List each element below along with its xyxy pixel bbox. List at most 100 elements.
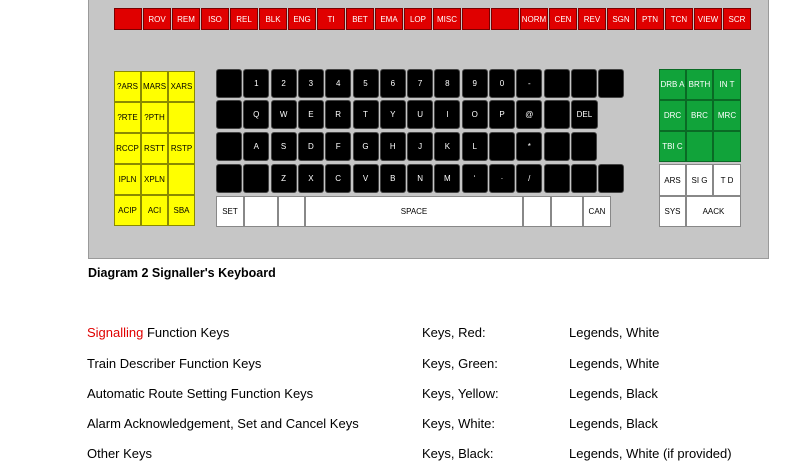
yellow-key-xpln[interactable]: XPLN bbox=[141, 164, 168, 195]
key-6[interactable]: 6 bbox=[379, 69, 406, 98]
red-key-misc[interactable]: MISC bbox=[433, 8, 461, 30]
key-blank[interactable] bbox=[216, 100, 242, 129]
key-8[interactable]: 8 bbox=[434, 69, 461, 98]
blank-white-key[interactable] bbox=[278, 196, 305, 227]
key-1[interactable]: 1 bbox=[243, 69, 270, 98]
red-key-rel[interactable]: REL bbox=[230, 8, 258, 30]
key-c[interactable]: C bbox=[325, 164, 352, 193]
key-z[interactable]: Z bbox=[270, 164, 297, 193]
key-w[interactable]: W bbox=[270, 100, 297, 129]
white-key-ars[interactable]: ARS bbox=[659, 164, 686, 196]
yellow-key-rte[interactable]: ?RTE bbox=[114, 102, 141, 133]
key-blank[interactable] bbox=[543, 69, 570, 98]
key-blank[interactable]: * bbox=[516, 132, 543, 161]
yellow-key-sba[interactable]: SBA bbox=[168, 195, 195, 226]
key-0[interactable]: 0 bbox=[489, 69, 515, 98]
yellow-key-acip[interactable]: ACIP bbox=[114, 195, 141, 226]
key-blank[interactable] bbox=[543, 132, 570, 161]
red-key-rev[interactable]: REV bbox=[578, 8, 606, 30]
yellow-key-mars[interactable]: MARS bbox=[141, 71, 168, 102]
key-blank[interactable] bbox=[543, 164, 570, 193]
key-blank[interactable] bbox=[543, 100, 570, 129]
key-4[interactable]: 4 bbox=[325, 69, 352, 98]
yellow-key-ipln[interactable]: IPLN bbox=[114, 164, 141, 195]
red-key-iso[interactable]: ISO bbox=[201, 8, 229, 30]
key-i[interactable]: I bbox=[434, 100, 461, 129]
key-blank[interactable] bbox=[570, 164, 597, 193]
key-2[interactable]: 2 bbox=[270, 69, 297, 98]
key-t[interactable]: T bbox=[352, 100, 379, 129]
red-key-view[interactable]: VIEW bbox=[694, 8, 722, 30]
yellow-key-blank[interactable] bbox=[168, 102, 195, 133]
green-key-blank[interactable] bbox=[713, 131, 741, 162]
green-key-brc[interactable]: BRC bbox=[686, 100, 713, 131]
key-7[interactable]: 7 bbox=[407, 69, 434, 98]
key-n[interactable]: N bbox=[407, 164, 434, 193]
blank-white-key[interactable] bbox=[523, 196, 551, 227]
red-key-blk[interactable]: BLK bbox=[259, 8, 287, 30]
key-blank[interactable]: ‘ bbox=[461, 164, 488, 193]
green-key-drb-a[interactable]: DRB A bbox=[659, 69, 686, 100]
key-blank[interactable]: @ bbox=[516, 100, 543, 129]
key-q[interactable]: Q bbox=[243, 100, 270, 129]
green-key-drc[interactable]: DRC bbox=[659, 100, 686, 131]
key-p[interactable]: P bbox=[489, 100, 515, 129]
key-blank[interactable] bbox=[598, 69, 625, 98]
key-a[interactable]: A bbox=[243, 132, 270, 161]
key-9[interactable]: 9 bbox=[461, 69, 488, 98]
key-3[interactable]: 3 bbox=[297, 69, 324, 98]
white-key-t-d[interactable]: T D bbox=[713, 164, 741, 196]
red-key-blank[interactable] bbox=[462, 8, 490, 30]
key-del[interactable]: DEL bbox=[570, 100, 598, 129]
set-key[interactable]: SET bbox=[216, 196, 244, 227]
key-blank[interactable] bbox=[570, 69, 597, 98]
yellow-key-pth[interactable]: ?PTH bbox=[141, 102, 168, 133]
key-blank[interactable] bbox=[216, 69, 242, 98]
red-key-tcn[interactable]: TCN bbox=[665, 8, 693, 30]
red-key-norm[interactable]: NORM bbox=[520, 8, 548, 30]
key-s[interactable]: S bbox=[270, 132, 297, 161]
yellow-key-ars[interactable]: ?ARS bbox=[114, 71, 141, 102]
green-key-tbi-c[interactable]: TBI C bbox=[659, 131, 686, 162]
key-m[interactable]: M bbox=[434, 164, 461, 193]
key-5[interactable]: 5 bbox=[352, 69, 379, 98]
key-blank[interactable]: - bbox=[516, 69, 543, 98]
key-r[interactable]: R bbox=[325, 100, 352, 129]
key-l[interactable]: L bbox=[461, 132, 488, 161]
key-g[interactable]: G bbox=[352, 132, 379, 161]
key-blank[interactable]: · bbox=[489, 164, 515, 193]
key-e[interactable]: E bbox=[297, 100, 324, 129]
key-x[interactable]: X bbox=[297, 164, 324, 193]
key-d[interactable]: D bbox=[297, 132, 324, 161]
key-blank[interactable] bbox=[570, 132, 597, 161]
green-key-mrc[interactable]: MRC bbox=[713, 100, 741, 131]
red-key-sgn[interactable]: SGN bbox=[607, 8, 635, 30]
aack-key[interactable]: AACK bbox=[686, 196, 741, 227]
yellow-key-rstp[interactable]: RSTP bbox=[168, 133, 195, 164]
green-key-blank[interactable] bbox=[686, 131, 713, 162]
key-b[interactable]: B bbox=[379, 164, 406, 193]
red-key-rov[interactable]: ROV bbox=[143, 8, 171, 30]
yellow-key-aci[interactable]: ACI bbox=[141, 195, 168, 226]
yellow-key-blank[interactable] bbox=[168, 164, 195, 195]
key-j[interactable]: J bbox=[407, 132, 434, 161]
red-key-bet[interactable]: BET bbox=[346, 8, 374, 30]
yellow-key-rstt[interactable]: RSTT bbox=[141, 133, 168, 164]
sys-key[interactable]: SYS bbox=[659, 196, 686, 227]
space-key[interactable]: SPACE bbox=[305, 196, 523, 227]
green-key-in-t[interactable]: IN T bbox=[713, 69, 741, 100]
can-key[interactable]: CAN bbox=[583, 196, 611, 227]
red-key-ptn[interactable]: PTN bbox=[636, 8, 664, 30]
red-key-lop[interactable]: LOP bbox=[404, 8, 432, 30]
key-y[interactable]: Y bbox=[379, 100, 406, 129]
key-blank[interactable] bbox=[489, 132, 515, 161]
key-blank[interactable]: / bbox=[516, 164, 543, 193]
key-o[interactable]: O bbox=[461, 100, 488, 129]
key-blank[interactable] bbox=[598, 164, 625, 193]
red-key-ema[interactable]: EMA bbox=[375, 8, 403, 30]
key-h[interactable]: H bbox=[379, 132, 406, 161]
blank-white-key[interactable] bbox=[244, 196, 278, 227]
key-blank[interactable] bbox=[243, 164, 270, 193]
white-key-si-g[interactable]: SI G bbox=[686, 164, 713, 196]
red-key-rem[interactable]: REM bbox=[172, 8, 200, 30]
